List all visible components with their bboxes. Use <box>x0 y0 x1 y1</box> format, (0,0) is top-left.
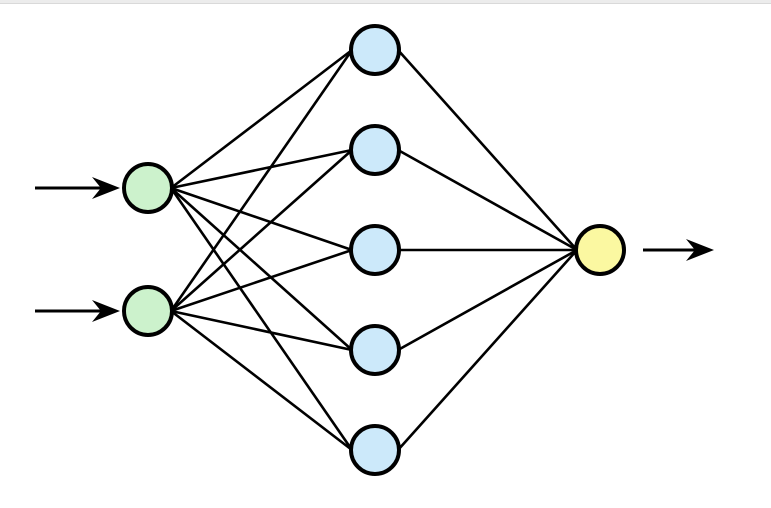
edge-input-1-to-hidden-3 <box>170 186 353 252</box>
edge-input-1-to-hidden-1 <box>170 48 353 190</box>
input-1-node <box>122 162 174 214</box>
edge-input-2-to-hidden-3 <box>170 248 353 313</box>
edge-hidden-2-to-output-1 <box>397 148 578 252</box>
hidden-5-node <box>349 424 401 476</box>
edge-input-1-to-hidden-5 <box>169 187 354 451</box>
edge-input-1-to-hidden-2 <box>170 148 353 190</box>
edge-input-2-to-hidden-4 <box>170 309 353 352</box>
input-arrow-2-head-icon <box>92 300 120 322</box>
edge-input-2-to-hidden-2 <box>170 149 353 312</box>
edge-input-2-to-hidden-5 <box>170 309 353 452</box>
output-1-node <box>574 224 626 276</box>
output-arrow-head-icon <box>686 239 714 261</box>
hidden-1-node <box>349 24 401 76</box>
edge-hidden-1-to-output-1 <box>397 49 578 251</box>
input-2-node <box>122 285 174 337</box>
input-arrow-1-head-icon <box>92 177 120 199</box>
edge-input-1-to-hidden-4 <box>170 187 353 351</box>
edge-hidden-4-to-output-1 <box>397 248 578 352</box>
window-top-border <box>0 0 771 4</box>
hidden-3-node <box>349 224 401 276</box>
edge-input-2-to-hidden-1 <box>169 49 354 312</box>
edge-hidden-5-to-output-1 <box>397 249 578 451</box>
hidden-2-node <box>349 124 401 176</box>
hidden-4-node <box>349 324 401 376</box>
